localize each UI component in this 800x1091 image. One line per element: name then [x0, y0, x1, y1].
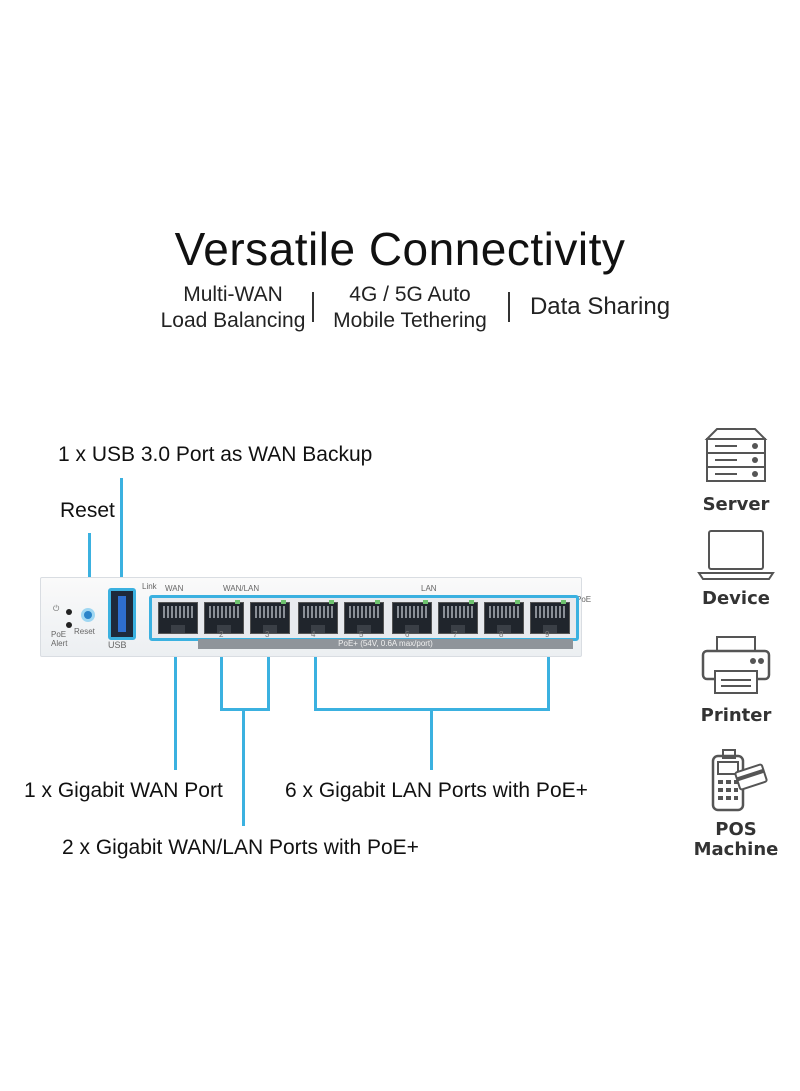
link-label: Link	[142, 582, 157, 591]
wanlan-bracket-left	[220, 630, 223, 710]
reset-leader-line	[88, 533, 91, 613]
usb-port[interactable]	[108, 588, 136, 640]
port-number: 4	[311, 630, 316, 639]
callout-reset: Reset	[60, 499, 115, 522]
lan-bracket-left	[314, 630, 317, 710]
lan-bracket-right	[547, 630, 550, 710]
side-label-printer: Printer	[700, 705, 772, 726]
feature-data-sharing: Data Sharing	[529, 293, 671, 320]
lan-label: LAN	[421, 584, 437, 593]
wanlan-port-3[interactable]	[250, 600, 290, 634]
port-number: 3	[265, 630, 270, 639]
usb-leader-line	[120, 478, 123, 588]
wan-leader-line	[174, 625, 177, 770]
printer-icon	[697, 633, 775, 702]
feature-multi-wan-line1: Multi-WAN	[183, 283, 283, 306]
page-title: Versatile Connectivity	[174, 223, 626, 275]
poe-label: PoE	[576, 595, 592, 604]
lan-leader-line	[430, 708, 433, 770]
poe-alert-label: PoE Alert	[51, 630, 68, 648]
callout-wanlan: 2 x Gigabit WAN/LAN Ports with PoE+	[62, 836, 419, 859]
poe-bar: PoE+ (54V, 0.6A max/port)	[198, 639, 573, 649]
feature-multi-wan-line2: Load Balancing	[160, 309, 306, 332]
lan-port-9[interactable]	[530, 600, 570, 634]
feature-row: Multi-WAN Load Balancing 4G / 5G Auto Mo…	[0, 282, 800, 342]
feature-tethering: 4G / 5G Auto Mobile Tethering	[325, 282, 495, 334]
pos-terminal-icon	[697, 748, 775, 819]
wan-label: WAN	[165, 584, 184, 593]
wanlan-port-2[interactable]	[204, 600, 244, 634]
wanlan-bracket-right	[267, 630, 270, 710]
laptop-icon	[697, 525, 775, 588]
reset-label: Reset	[74, 627, 95, 636]
ethernet-port-group	[149, 595, 579, 641]
lan-port-8[interactable]	[484, 600, 524, 634]
wanlan-label: WAN/LAN	[223, 584, 260, 593]
reset-button[interactable]	[84, 611, 92, 619]
poe-alert-led	[66, 622, 72, 628]
lan-port-5[interactable]	[344, 600, 384, 634]
port-number: 8	[499, 630, 504, 639]
lan-port-7[interactable]	[438, 600, 478, 634]
feature-tethering-line2: Mobile Tethering	[333, 309, 487, 332]
feature-separator	[312, 292, 314, 322]
port-number: 5	[359, 630, 364, 639]
server-icon	[697, 425, 775, 492]
router-front-panel: ⏻ PoE Alert Reset USB Link WAN WAN/LAN L…	[40, 577, 591, 657]
feature-separator	[508, 292, 510, 322]
lan-port-4[interactable]	[298, 600, 338, 634]
callout-wan: 1 x Gigabit WAN Port	[24, 779, 223, 802]
wan-port[interactable]	[158, 602, 198, 634]
power-led	[66, 609, 72, 615]
callout-usb: 1 x USB 3.0 Port as WAN Backup	[58, 443, 373, 466]
wanlan-leader-line	[242, 708, 245, 826]
port-number: 2	[219, 630, 224, 639]
power-icon: ⏻	[53, 604, 60, 613]
feature-multi-wan: Multi-WAN Load Balancing	[148, 282, 318, 334]
side-label-device: Device	[702, 588, 770, 609]
port-number: 9	[545, 630, 550, 639]
port-number: 6	[405, 630, 410, 639]
feature-tethering-line1: 4G / 5G Auto	[349, 283, 471, 306]
port-number: 7	[453, 630, 458, 639]
wanlan-bracket-bottom	[220, 708, 270, 711]
usb-label: USB	[108, 640, 127, 650]
callout-lan: 6 x Gigabit LAN Ports with PoE+	[285, 779, 588, 802]
side-label-server: Server	[702, 494, 770, 515]
lan-port-6[interactable]	[392, 600, 432, 634]
